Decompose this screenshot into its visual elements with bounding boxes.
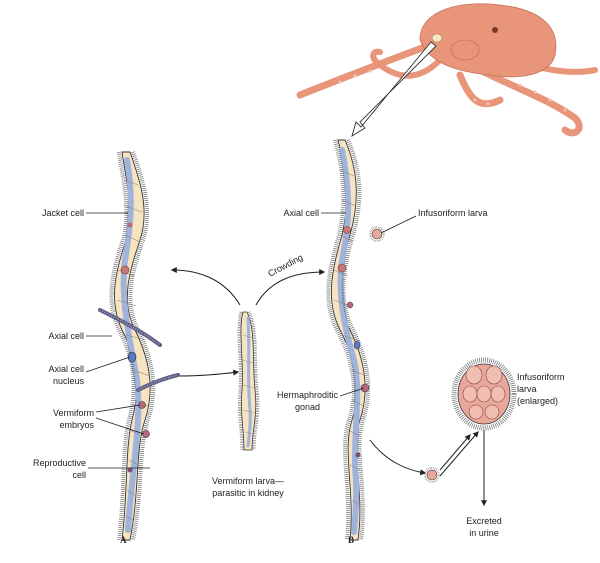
- label-infusoriform-enlarged: Infusoriform: [517, 372, 565, 382]
- label-vermiform-larva-line2: parasitic in kidney: [212, 488, 284, 498]
- label-axial-cell-a: Axial cell: [48, 331, 84, 341]
- label-vermiform-larva: Vermiform larva—: [212, 476, 284, 486]
- octopus-host: [300, 4, 595, 133]
- infusoriform-larva-enlarged: [454, 360, 514, 428]
- rhombogen-adult-b: [328, 140, 369, 540]
- label-excreted-line2: in urine: [469, 528, 499, 538]
- label-axial-cell-nucleus: Axial cell: [48, 364, 84, 374]
- vermiform-larva: [239, 312, 258, 450]
- label-excreted: Excreted: [466, 516, 502, 526]
- vermiform-adult-a: [100, 152, 178, 540]
- label-infusoriform-enlarged-line3: (enlarged): [517, 396, 558, 406]
- label-axial-cell-b: Axial cell: [283, 208, 319, 218]
- label-vermiform-embryos: Vermiform: [53, 408, 94, 418]
- label-axial-cell-nucleus-line2: nucleus: [53, 376, 85, 386]
- label-jacket-cell: Jacket cell: [42, 208, 84, 218]
- label-vermiform-embryos-line2: embryos: [59, 420, 94, 430]
- infusoriform-larva-released: [425, 468, 439, 482]
- label-infusoriform-larva: Infusoriform larva: [418, 208, 488, 218]
- label-reproductive-cell: Reproductive: [33, 458, 86, 468]
- label-hermaphroditic-gonad-line2: gonad: [295, 402, 320, 412]
- label-hermaphroditic-gonad: Hermaphroditic: [277, 390, 339, 400]
- process-arrows: [172, 270, 484, 505]
- label-infusoriform-enlarged-line2: larva: [517, 384, 537, 394]
- panel-label-a: A: [120, 535, 127, 545]
- infusoriform-larva-small: [370, 227, 384, 241]
- panel-label-b: B: [348, 535, 354, 545]
- label-reproductive-cell-line2: cell: [72, 470, 86, 480]
